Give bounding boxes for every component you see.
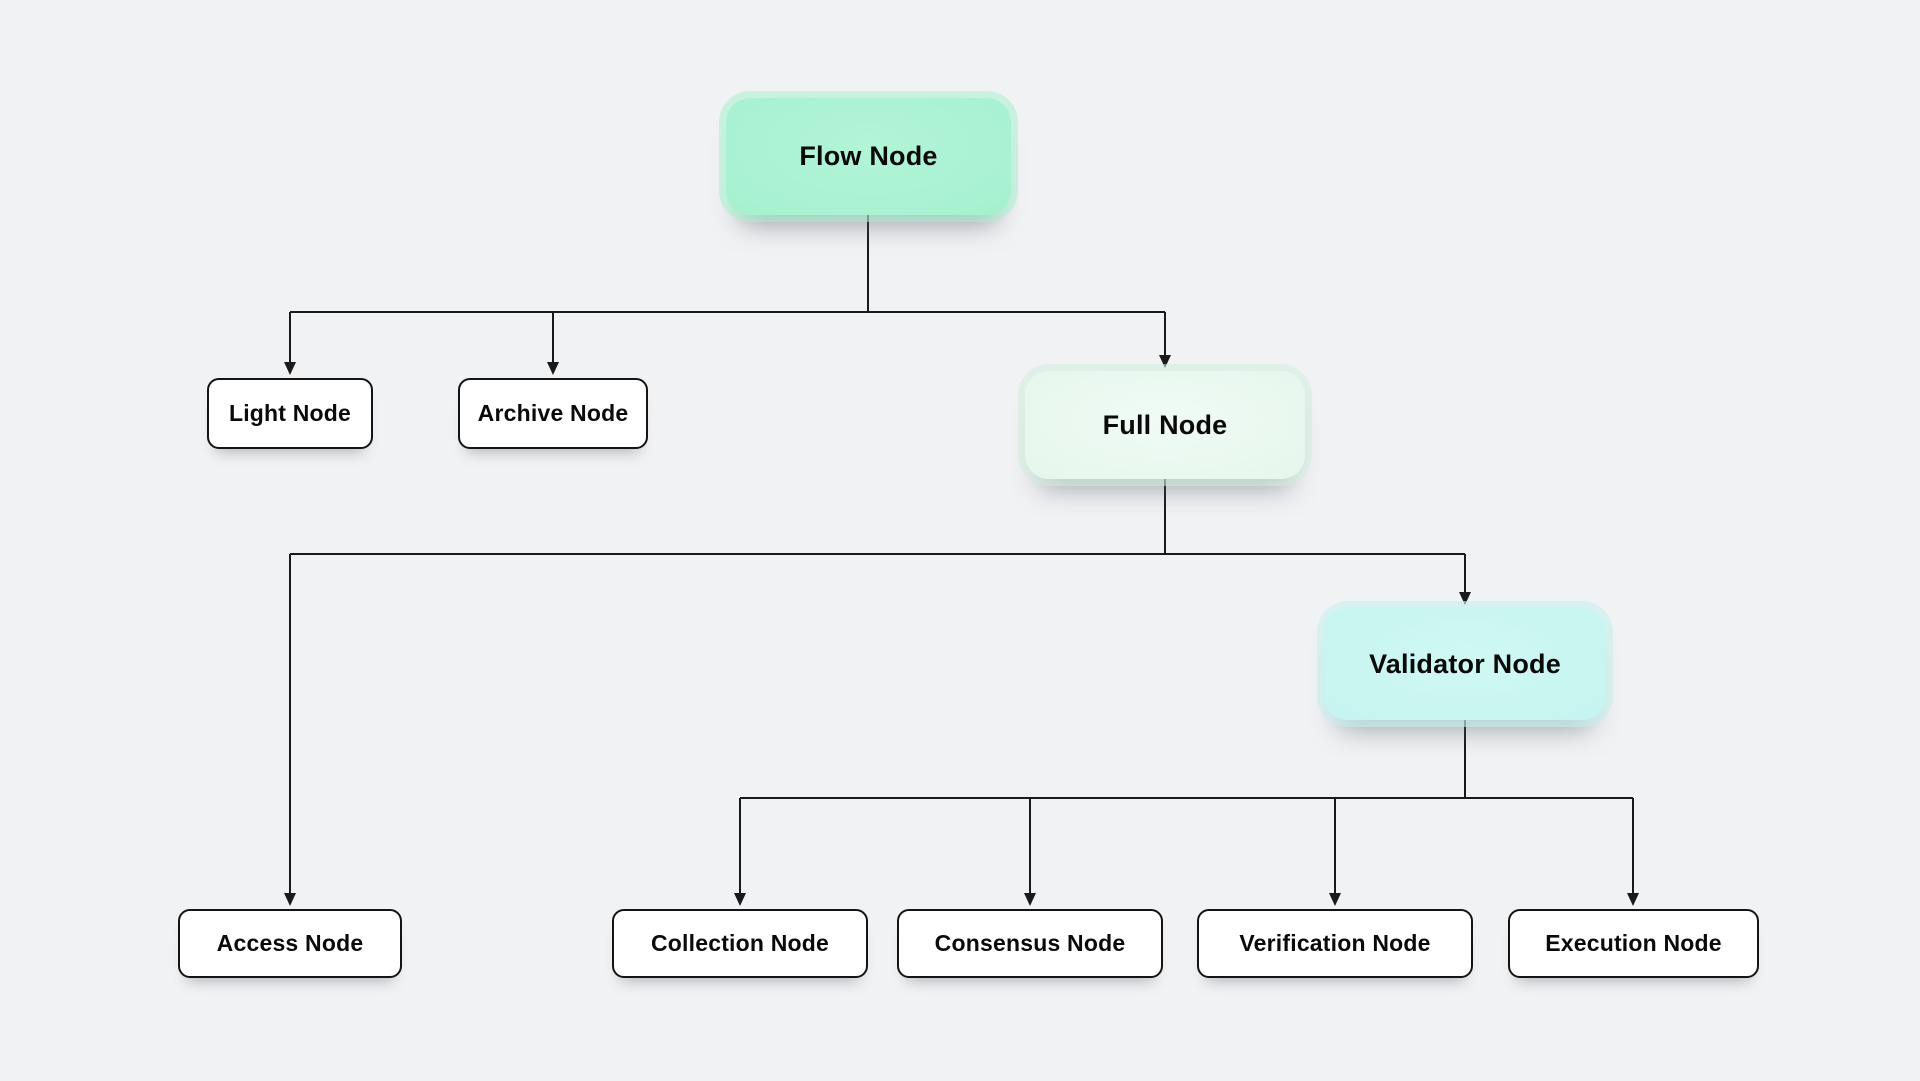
node-consensus-label: Consensus Node [934,930,1126,956]
node-full: Full Node [1025,371,1305,479]
node-access: Access Node [178,909,402,978]
node-verification: Verification Node [1197,909,1473,978]
arrowhead-validator [1459,592,1471,605]
node-full-label: Full Node [1102,409,1228,440]
node-archive-label: Archive Node [477,400,629,426]
node-archive: Archive Node [458,378,648,449]
arrowhead-archive [547,362,559,375]
node-validator: Validator Node [1324,608,1606,720]
node-collection-label: Collection Node [650,930,830,956]
node-access-label: Access Node [216,930,364,956]
node-consensus: Consensus Node [897,909,1163,978]
node-flow: Flow Node [726,98,1011,215]
node-light: Light Node [207,378,373,449]
node-validator-label: Validator Node [1369,648,1561,679]
edge-flow-children [284,214,1171,375]
arrowhead-verification [1329,893,1341,906]
arrowhead-access [284,893,296,906]
node-collection: Collection Node [612,909,868,978]
node-flow-label: Flow Node [799,141,938,171]
arrowhead-full [1159,355,1171,368]
node-verification-label: Verification Node [1239,930,1431,956]
arrowhead-light [284,362,296,375]
edge-full-children [284,479,1471,906]
arrowhead-execution [1627,893,1639,906]
arrowhead-collection [734,893,746,906]
arrowhead-consensus [1024,893,1036,906]
node-execution: Execution Node [1508,909,1759,978]
edge-validator-children [734,720,1639,906]
node-light-label: Light Node [228,400,352,426]
node-execution-label: Execution Node [1545,930,1722,956]
